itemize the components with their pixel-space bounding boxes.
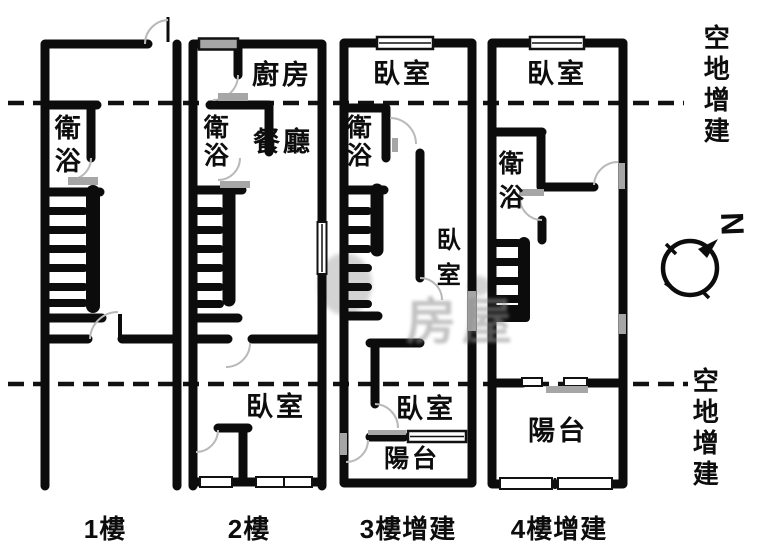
- room-label-balcony-3f: 陽台: [384, 445, 441, 473]
- door-arc: [195, 74, 251, 453]
- floor-plan-3F: [339, 35, 477, 488]
- north-arrow-icon: [698, 239, 718, 258]
- room-label-bedroom-bottom-3f: 臥室: [396, 394, 456, 424]
- open-area-note-bottom: 空地增建: [689, 367, 720, 491]
- window: [499, 35, 626, 490]
- door-arc: [519, 160, 619, 221]
- sink-counter: [519, 189, 588, 393]
- door-jamb: [118, 17, 170, 341]
- room-label-dining-2f: 餐廳: [253, 127, 313, 157]
- room-label-bathroom-1f: 衛浴: [51, 114, 82, 180]
- room-label-bathroom-4f: 衛浴: [495, 150, 524, 218]
- floor-plan-2F: [188, 37, 328, 491]
- stairs-icon: [40, 185, 107, 323]
- window: [340, 35, 476, 455]
- room-label-bedroom-2f: 臥室: [246, 392, 306, 422]
- floor-label-3f: 3樓增建: [359, 514, 457, 544]
- room-label-kitchen-2f: 廚房: [252, 60, 312, 90]
- window: [197, 37, 328, 488]
- stairs-icon: [343, 183, 389, 321]
- room-label-bedroom-top-3f: 臥室: [373, 59, 433, 89]
- sink-counter: [68, 177, 98, 185]
- room-label-bathroom-3f: 衛浴: [343, 114, 372, 170]
- room-label-bedroom-4f: 臥室: [527, 59, 587, 89]
- compass-icon: [660, 238, 720, 300]
- stairs-icon: [488, 237, 530, 321]
- stairs-icon: [191, 183, 247, 323]
- door-jamb: [368, 138, 406, 435]
- stairs-icon: [492, 305, 530, 322]
- watermark-text: 房屋: [406, 294, 518, 350]
- door-arc: [345, 117, 443, 463]
- floor-label-1f: 1樓: [83, 514, 127, 544]
- north-label: N: [713, 211, 751, 236]
- floor-plan-4F: [487, 35, 628, 490]
- floor-label-2f: 2樓: [227, 514, 271, 544]
- floor-plan-1F: [40, 17, 182, 491]
- room-label-balcony-4f: 陽台: [528, 416, 588, 446]
- sink-counter: [218, 93, 250, 188]
- room-label-bathroom-2f: 衛浴: [200, 114, 229, 170]
- open-area-note-top: 空地增建: [700, 24, 731, 148]
- room-label-bedroom-mid-3f: 臥室: [432, 227, 460, 297]
- floor-label-4f: 4樓增建: [510, 514, 608, 544]
